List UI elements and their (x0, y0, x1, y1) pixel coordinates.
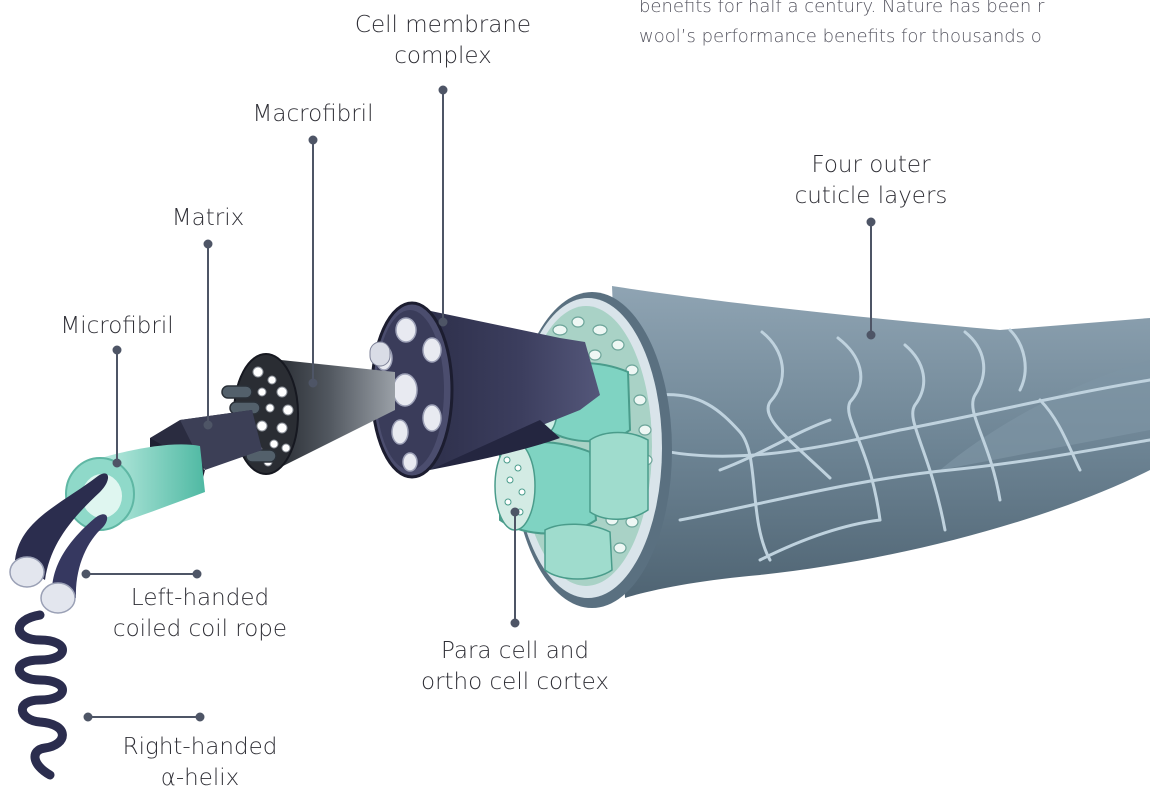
leader-dot-cortex-end (512, 620, 519, 627)
label-coiled-rope-line-2: coiled coil rope (100, 614, 300, 645)
label-helix-line-1: Right-handed (100, 732, 300, 763)
label-cortex-line-2: ortho cell cortex (415, 667, 615, 698)
label-right-handed-alpha-helix: Right-handed α-helix (100, 732, 300, 794)
coiled-coil-rope (10, 473, 108, 613)
label-matrix-line-1: Matrix (148, 203, 268, 234)
leader-dot-helix-start (85, 714, 92, 721)
leader-dot-macrofibril-top (310, 137, 317, 144)
label-four-outer-cuticle-layers: Four outer cuticle layers (781, 150, 961, 212)
leader-dot-cortex-start (512, 509, 519, 516)
label-macrofibril: Macrofibril (228, 99, 398, 130)
leader-dot-helix-end (197, 714, 204, 721)
leader-dot-macrofibril-end (310, 380, 317, 387)
label-matrix: Matrix (148, 203, 268, 234)
label-helix-line-2: α-helix (100, 763, 300, 794)
leader-dot-coiled-rope-start (83, 571, 90, 578)
label-cell-membrane-line-2: complex (343, 41, 543, 72)
leader-dot-cuticle-end (868, 332, 875, 339)
leader-dot-cuticle-top (868, 219, 875, 226)
leader-dot-microfibril-top (114, 347, 121, 354)
label-left-handed-coiled-coil-rope: Left-handed coiled coil rope (100, 583, 300, 645)
leader-dot-microfibril-end (114, 460, 121, 467)
label-para-ortho-cell-cortex: Para cell and ortho cell cortex (415, 636, 615, 698)
label-microfibril: Microfibril (42, 311, 192, 342)
label-cell-membrane-complex: Cell membrane complex (343, 10, 543, 72)
leader-dot-matrix-end (205, 422, 212, 429)
label-cuticle-line-2: cuticle layers (781, 181, 961, 212)
cuticle-fibre (612, 286, 1150, 598)
label-microfibril-line-1: Microfibril (42, 311, 192, 342)
label-macrofibril-line-1: Macrofibril (228, 99, 398, 130)
label-cell-membrane-line-1: Cell membrane (343, 10, 543, 41)
leader-dot-matrix-top (205, 241, 212, 248)
leader-dot-cell-membrane-top (440, 87, 447, 94)
alpha-helix (19, 615, 62, 775)
label-cuticle-line-1: Four outer (781, 150, 961, 181)
leader-dot-cell-membrane-end (440, 319, 447, 326)
label-coiled-rope-line-1: Left-handed (100, 583, 300, 614)
leader-dot-coiled-rope-end (194, 571, 201, 578)
label-cortex-line-1: Para cell and (415, 636, 615, 667)
